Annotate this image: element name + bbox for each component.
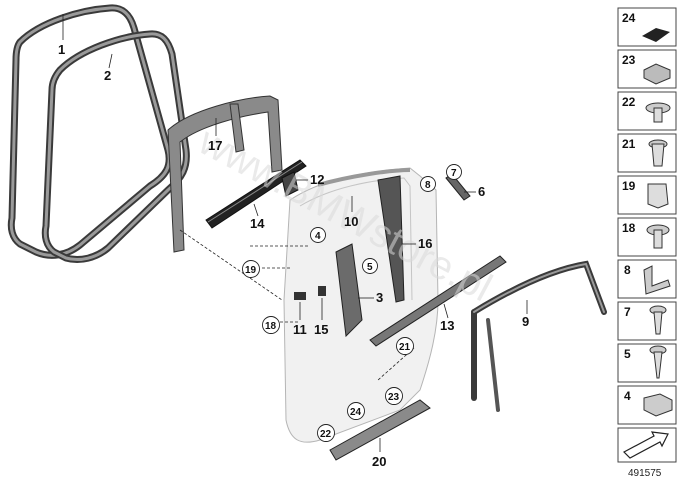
- retaining-clip-icon: [643, 393, 673, 417]
- document-number: 491575: [628, 468, 662, 479]
- callout-15: 15: [314, 322, 328, 337]
- legend-label: 5: [624, 347, 631, 361]
- callout-8: 8: [425, 180, 431, 191]
- legend-label: 7: [624, 305, 631, 319]
- callout-4: 4: [315, 231, 321, 242]
- small-brackets-11-15: [294, 286, 326, 300]
- torx-screw-icon: [649, 305, 667, 335]
- circled-callout-text: 4 5 8 7 19 18 21 23 24 22: [245, 168, 457, 440]
- lower-door-trim: [329, 399, 431, 461]
- callout-2: 2: [104, 68, 111, 83]
- door-seal-inner: [41, 30, 190, 264]
- callout-12: 12: [310, 172, 324, 187]
- callout-7: 7: [451, 168, 457, 179]
- legend-item-22: 22: [617, 91, 677, 131]
- circled-callouts: [242, 164, 462, 442]
- flange-screw-icon: [646, 224, 670, 249]
- legend-label: 4: [624, 389, 631, 403]
- expanding-rivet-icon: [645, 102, 671, 123]
- legend-item-4: 4: [617, 385, 677, 425]
- callout-23: 23: [388, 392, 400, 403]
- callout-21: 21: [399, 342, 411, 353]
- callout-labels: 1 2 17 12 14 10 16 6 3 9 13 11 15 20: [58, 14, 529, 469]
- legend-label: 24: [622, 11, 636, 25]
- legend-label: 23: [622, 53, 636, 67]
- legend-label: 21: [622, 137, 636, 151]
- callout-22: 22: [320, 429, 332, 440]
- legend-label: 22: [622, 95, 636, 109]
- legend-item-8: 8: [617, 259, 677, 299]
- legend-item-23: 23: [617, 49, 677, 89]
- channel-trim-strip: [205, 159, 307, 229]
- door-seal-outer: [7, 4, 173, 259]
- window-frame-trim: [167, 95, 283, 253]
- rubber-pad-icon: [642, 28, 670, 42]
- window-guide-rail: [317, 168, 411, 303]
- legend-label: 19: [622, 179, 636, 193]
- legend-item-arrow: [617, 427, 677, 463]
- legend-item-19: 19: [617, 175, 677, 215]
- self-tapping-screw-icon: [649, 345, 667, 379]
- callout-11: 11: [293, 322, 307, 337]
- callout-16: 16: [418, 236, 432, 251]
- callout-24: 24: [350, 407, 362, 418]
- door-sill-strip: [369, 255, 507, 347]
- bracket-part-12: [281, 171, 299, 197]
- b-pillar-trim: [335, 243, 363, 338]
- callout-18: 18: [265, 321, 277, 332]
- arrow-icon: [623, 431, 669, 459]
- callout-17: 17: [208, 138, 222, 153]
- callout-6: 6: [478, 184, 485, 199]
- callout-5: 5: [367, 262, 373, 273]
- legend-label: 18: [622, 221, 636, 235]
- callout-14: 14: [250, 216, 265, 231]
- clip-rivet-icon: [648, 139, 668, 167]
- leader-lines: [179, 229, 415, 381]
- callout-13: 13: [440, 318, 454, 333]
- callout-10: 10: [344, 214, 358, 229]
- callout-20: 20: [372, 454, 386, 469]
- clip-nut-icon: [643, 63, 671, 85]
- callout-3: 3: [376, 290, 383, 305]
- legend-item-21: 21: [617, 133, 677, 173]
- bracket-icon: [643, 265, 671, 295]
- rear-window-frame: [471, 260, 607, 412]
- legend-label: 8: [624, 263, 631, 277]
- legend-item-24: 24: [617, 7, 677, 47]
- legend-panel: 24 23 22 21: [617, 7, 677, 479]
- plastic-nut-icon: [647, 183, 669, 209]
- callout-19: 19: [245, 265, 257, 276]
- callout-1: 1: [58, 42, 65, 57]
- legend-item-5: 5: [617, 343, 677, 383]
- callout-9: 9: [522, 314, 529, 329]
- legend-item-18: 18: [617, 217, 677, 257]
- legend-item-7: 7: [617, 301, 677, 341]
